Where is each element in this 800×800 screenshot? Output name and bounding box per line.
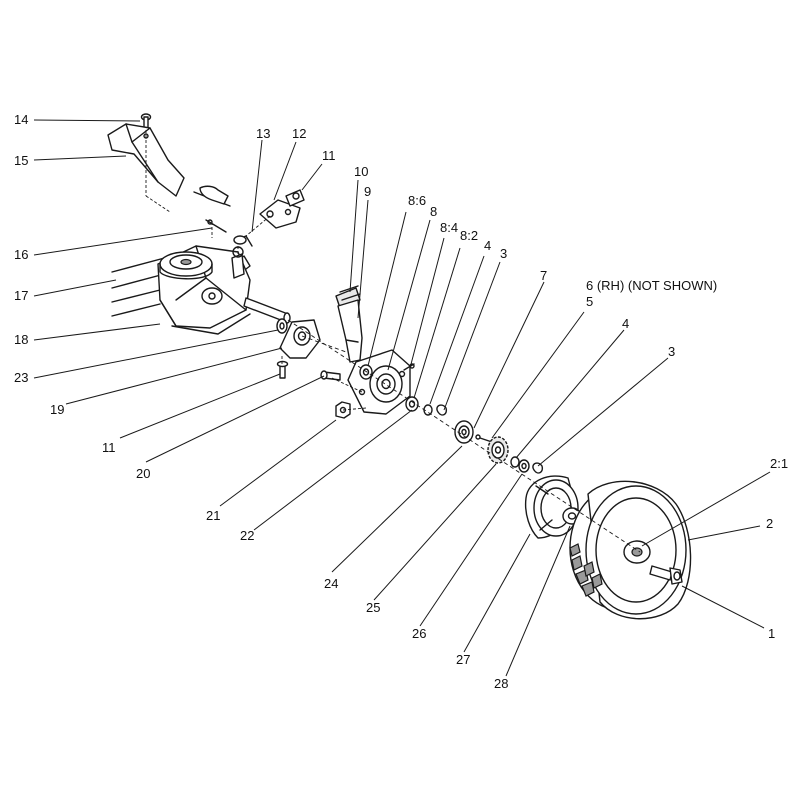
callout-17: 17 <box>14 288 28 303</box>
callout-10: 10 <box>354 164 368 179</box>
callout-23: 23 <box>14 370 28 385</box>
callout-2: 2 <box>766 516 773 531</box>
callout-8-6: 8:6 <box>408 193 426 208</box>
callout-12: 12 <box>292 126 306 141</box>
part-2-wheel <box>569 480 692 620</box>
part-26-washer <box>518 459 530 473</box>
callout-24: 24 <box>324 576 338 591</box>
part-24-bearing <box>454 420 474 444</box>
callout-11-lower: 11 <box>102 440 116 455</box>
part-20-bolt <box>320 370 341 381</box>
callout-16: 16 <box>14 247 28 262</box>
part-23-washer <box>276 318 288 334</box>
callout-13: 13 <box>256 126 270 141</box>
callout-6-not-shown: 6 (RH) (NOT SHOWN) <box>586 278 717 293</box>
callout-8: 8 <box>430 204 437 219</box>
part-25-pinion-gear <box>487 436 509 464</box>
callout-4-lower: 4 <box>622 316 629 331</box>
part-8-2-washer <box>405 396 419 412</box>
callout-7: 7 <box>540 268 547 283</box>
callout-11-upper: 11 <box>322 148 336 163</box>
part-16-cable <box>193 185 231 233</box>
callout-labels: 14 15 16 17 18 23 19 11 20 21 22 24 25 2… <box>14 112 788 691</box>
part-15-bracket <box>107 123 185 197</box>
callout-26: 26 <box>412 626 426 641</box>
part-11-spring-top <box>285 189 305 207</box>
part-4-washer-b <box>510 456 520 468</box>
callout-3-lower: 3 <box>668 344 675 359</box>
callout-8-4: 8:4 <box>440 220 458 235</box>
assembly-centerlines <box>145 195 641 553</box>
part-8-6-bushing <box>359 364 373 380</box>
callout-15: 15 <box>14 153 28 168</box>
part-27-ring-gear <box>524 475 579 539</box>
callout-4-upper: 4 <box>484 238 491 253</box>
callout-25: 25 <box>366 600 380 615</box>
callout-28: 28 <box>494 676 508 691</box>
part-8-4-pin <box>403 363 415 371</box>
callout-21: 21 <box>206 508 220 523</box>
callout-2-1: 2:1 <box>770 456 788 471</box>
callout-9: 9 <box>364 184 371 199</box>
part-19-bearing-bracket <box>279 319 321 359</box>
callout-27: 27 <box>456 652 470 667</box>
callout-18: 18 <box>14 332 28 347</box>
callout-1: 1 <box>768 626 775 641</box>
callout-14: 14 <box>14 112 28 127</box>
callout-22: 22 <box>240 528 254 543</box>
callout-19: 19 <box>50 402 64 417</box>
part-12-plate <box>259 199 301 229</box>
callout-8-2: 8:2 <box>460 228 478 243</box>
leader-lines <box>33 119 771 677</box>
part-7-pin <box>475 434 493 443</box>
callout-5: 5 <box>586 294 593 309</box>
part-18-transmission <box>157 245 291 335</box>
part-3-clip-b <box>532 462 544 474</box>
part-11-screw <box>276 360 289 379</box>
part-1-axle-bolt <box>649 565 683 585</box>
callout-3-upper: 3 <box>500 246 507 261</box>
callout-20: 20 <box>136 466 150 481</box>
part-3-clip-a <box>436 404 448 416</box>
